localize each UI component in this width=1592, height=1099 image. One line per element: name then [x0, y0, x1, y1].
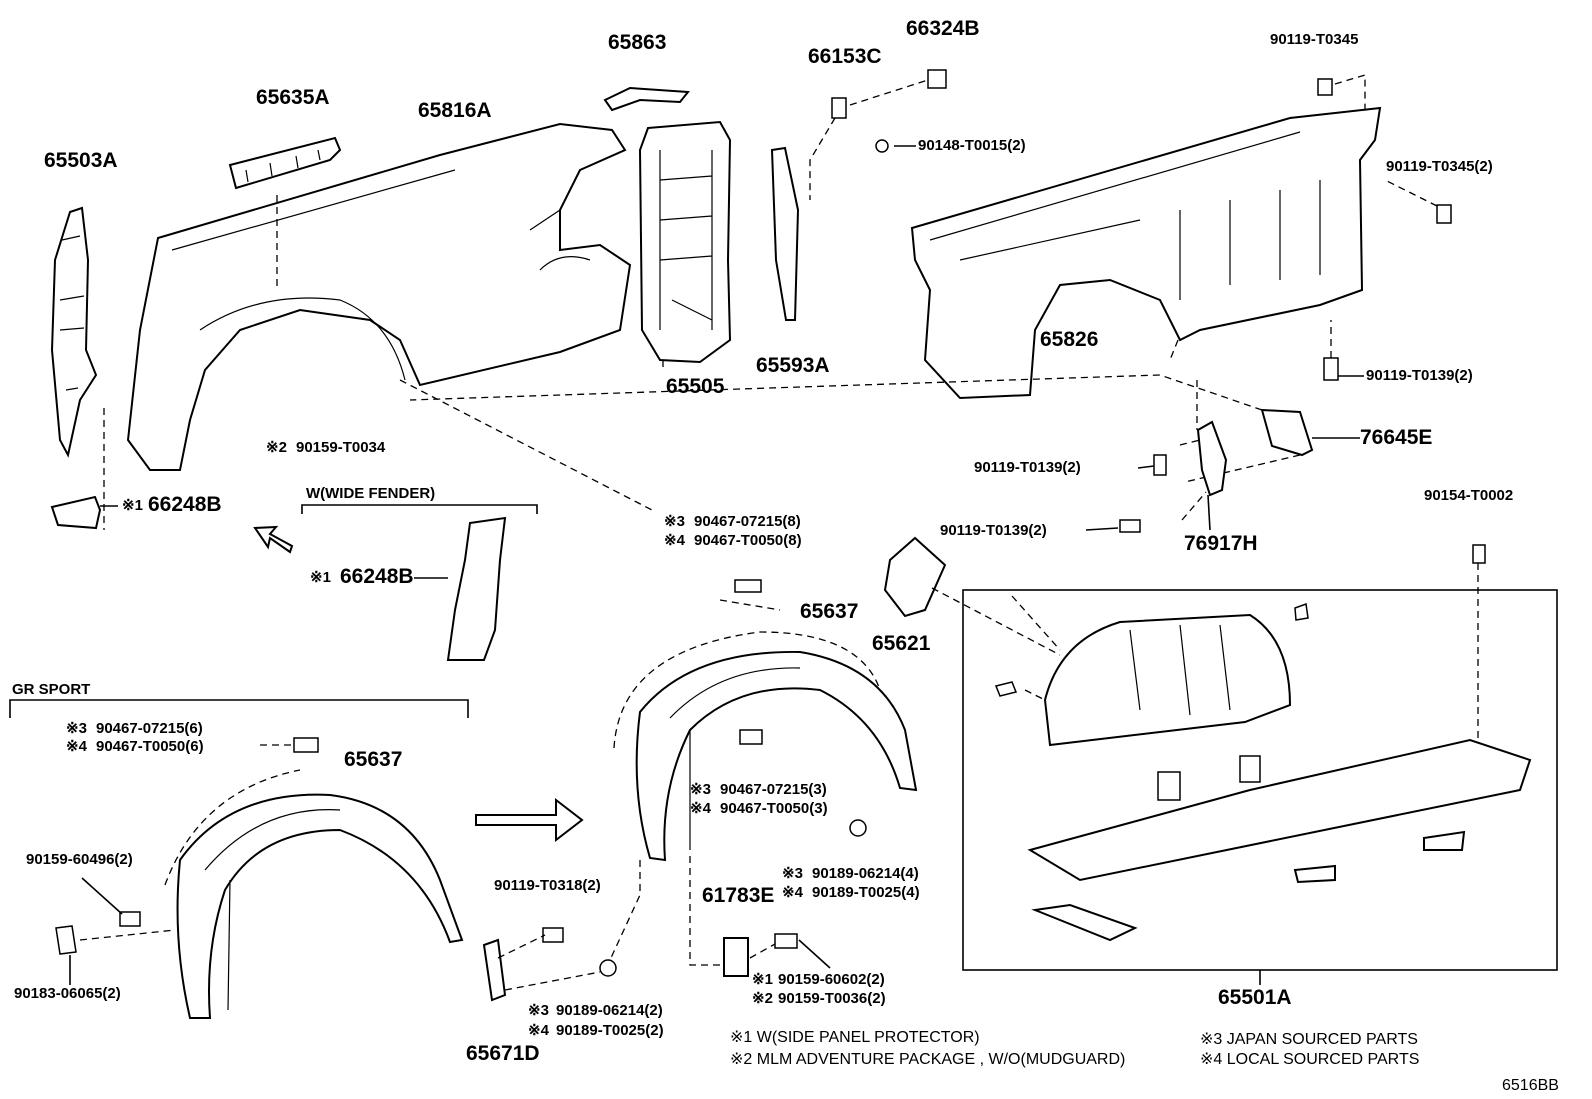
label-65826: 65826: [1040, 328, 1098, 351]
label-66248B-b: 66248B: [340, 565, 414, 588]
label-90119-T0139-a: 90119-T0139(2): [974, 459, 1081, 476]
gr-sport-bracket-line: [9, 699, 469, 718]
label-mark2-b: ※2: [752, 990, 773, 1007]
part-76917H-drawing: [1119, 380, 1228, 533]
label-90467-07215-8: 90467-07215(8): [694, 513, 801, 530]
part-65637-center-drawing: [613, 631, 918, 862]
label-65505: 65505: [666, 375, 725, 398]
figure-code: 6516BB: [1502, 1077, 1559, 1094]
bottom-center-parts-drawing: [482, 856, 831, 1002]
label-90159-T0036: 90159-T0036(2): [778, 990, 886, 1007]
label-mark4-c: ※4: [690, 800, 712, 817]
label-90467-T0050-3: 90467-T0050(3): [720, 800, 828, 817]
label-mark2-a: ※2: [266, 439, 287, 456]
part-labels: 65503A 65635A 65816A 65863 66153C 66324B…: [12, 17, 1513, 1065]
label-90189-T0025-4: 90189-T0025(4): [812, 884, 920, 901]
part-65635A-drawing: [228, 136, 342, 190]
label-65637-left: 65637: [344, 748, 402, 771]
label-mark3-a: ※3: [664, 513, 685, 530]
label-90154-T0002: 90154-T0002: [1424, 487, 1513, 504]
part-65621-drawing: [883, 536, 1061, 656]
label-90119-T0139-b: 90119-T0139(2): [940, 522, 1047, 539]
label-90159-60602: 90159-60602(2): [778, 971, 885, 988]
clip-90467-07215-8-drawing: [719, 579, 781, 611]
part-65505-drawing: [638, 120, 732, 364]
label-mark4-e: ※4: [528, 1022, 550, 1039]
label-90119-T0139-right: 90119-T0139(2): [1366, 367, 1473, 384]
label-mark1-a: ※1: [122, 497, 143, 514]
part-65501A-drawing: [962, 544, 1558, 971]
label-90467-T0050-8: 90467-T0050(8): [694, 532, 802, 549]
label-mark1-c: ※1: [752, 971, 773, 988]
label-65501A: 65501A: [1218, 986, 1292, 1009]
label-76645E: 76645E: [1360, 426, 1432, 449]
label-mark4-d: ※4: [782, 884, 804, 901]
part-65593A-drawing: [770, 146, 800, 321]
label-wide-fender: W(WIDE FENDER): [306, 485, 435, 502]
part-65863-drawing: [603, 86, 690, 112]
arrow-to-center-liner: [475, 797, 584, 843]
label-90189-06214-2: 90189-06214(2): [556, 1002, 663, 1019]
label-mark4-a: ※4: [664, 532, 686, 549]
label-90119-T0318: 90119-T0318(2): [494, 877, 601, 894]
label-65621: 65621: [872, 632, 931, 655]
part-65816A-drawing: [126, 122, 632, 471]
label-gr-sport: GR SPORT: [12, 681, 90, 698]
label-90467-07215-6: 90467-07215(6): [96, 720, 203, 737]
part-76645E-drawing: [409, 374, 1314, 483]
footnote-3: ※3 JAPAN SOURCED PARTS: [1200, 1031, 1418, 1048]
footnote-1: ※1 W(SIDE PANEL PROTECTOR): [730, 1029, 980, 1046]
label-90119-T0345: 90119-T0345: [1270, 31, 1358, 48]
label-65593A: 65593A: [756, 354, 830, 377]
label-90467-07215-3: 90467-07215(3): [720, 781, 827, 798]
label-mark3-b: ※3: [66, 720, 87, 737]
label-90189-T0025-2: 90189-T0025(2): [556, 1022, 664, 1039]
bolts-left-drawing: [55, 877, 176, 985]
label-65503A: 65503A: [44, 149, 118, 172]
footnote-2: ※2 MLM ADVENTURE PACKAGE , W/O(MUDGUARD): [730, 1051, 1125, 1068]
part-66248B-drawing: [50, 408, 538, 661]
label-66248B-a: 66248B: [148, 493, 222, 516]
part-65503A-drawing: [50, 206, 98, 458]
label-mark3-c: ※3: [690, 781, 711, 798]
label-65637-center: 65637: [800, 600, 858, 623]
label-90148-T0015: 90148-T0015(2): [918, 137, 1026, 154]
label-90189-06214-4: 90189-06214(4): [812, 865, 919, 882]
label-90159-60496: 90159-60496(2): [26, 851, 133, 868]
label-mark3-e: ※3: [528, 1002, 549, 1019]
label-90183-06065: 90183-06065(2): [14, 985, 121, 1002]
label-76917H: 76917H: [1184, 532, 1258, 555]
label-66324B: 66324B: [906, 17, 980, 40]
footnotes: ※1 W(SIDE PANEL PROTECTOR) ※2 MLM ADVENT…: [730, 1029, 1559, 1094]
clips-66153C-66324B-drawing: [809, 69, 947, 200]
label-66153C: 66153C: [808, 45, 882, 68]
bolts-90119-T0345-drawing: [1317, 74, 1452, 224]
label-mark4-b: ※4: [66, 738, 88, 755]
label-65671D: 65671D: [466, 1042, 540, 1065]
label-65635A: 65635A: [256, 86, 330, 109]
label-mark1-b: ※1: [310, 569, 331, 586]
label-90159-T0034: 90159-T0034: [296, 439, 386, 456]
part-65826-drawing: [910, 106, 1382, 400]
footnote-4: ※4 LOCAL SOURCED PARTS: [1200, 1051, 1419, 1068]
label-61783E: 61783E: [702, 884, 774, 907]
leader-lines: [100, 145, 1364, 985]
part-65637-left-drawing: [164, 737, 464, 1019]
label-mark3-d: ※3: [782, 865, 803, 882]
label-65863: 65863: [608, 31, 666, 54]
label-90119-T0345-2: 90119-T0345(2): [1386, 158, 1493, 175]
bolt-90119-T0139-right-drawing: [1323, 320, 1339, 381]
label-65816A: 65816A: [418, 99, 492, 122]
label-90467-T0050-6: 90467-T0050(6): [96, 738, 204, 755]
